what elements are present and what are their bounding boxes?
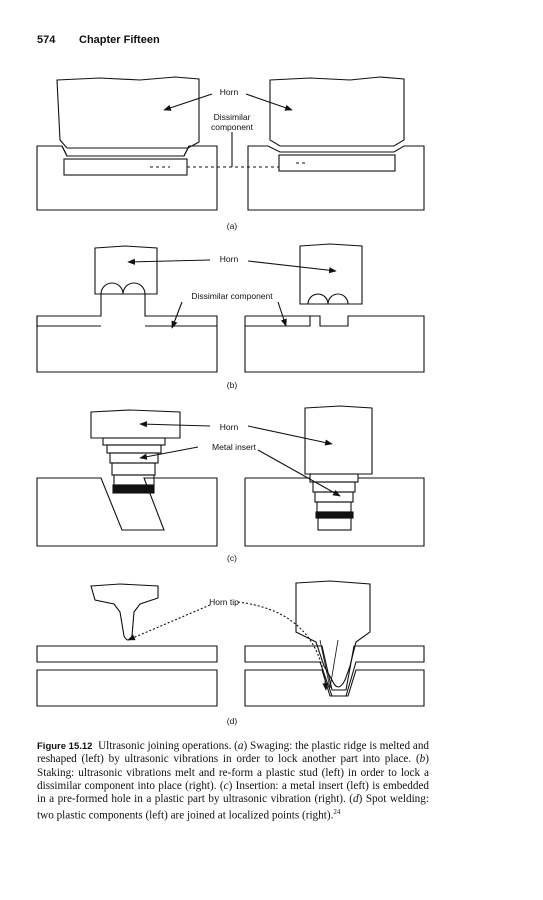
chapter-title: Chapter Fifteen [79, 34, 160, 46]
panel-b-right-base [244, 315, 425, 373]
panel-a-right-base [247, 145, 425, 211]
panel-c-insertion [36, 405, 425, 547]
figure-label: Figure 15.12 [37, 741, 93, 752]
running-header: 574 Chapter Fifteen [37, 34, 160, 46]
panel-b-dissimilar-label: Dissimilar component [191, 291, 273, 301]
caption-c-letter: c [223, 779, 229, 792]
caption-reference: 24 [333, 808, 341, 817]
caption-b-letter: b [419, 753, 426, 766]
panel-d-left-bottom-plate [36, 669, 218, 707]
figure-caption: Figure 15.12 Ultrasonic joining operatio… [37, 740, 430, 823]
panel-d-left-horn-tip [90, 583, 159, 641]
panel-d-spot-welding [36, 580, 425, 707]
panel-c-right-base [244, 477, 425, 547]
panel-c-horn-label: Horn [220, 422, 239, 432]
caption-d-text: Spot welding: two plastic components (le… [37, 793, 429, 823]
panel-d-right-top-plate [244, 645, 425, 697]
panel-a-swaging [36, 76, 425, 211]
panel-c-label: (c) [227, 553, 237, 563]
caption-c-text: Insertion: a metal insert (left) is embe… [37, 779, 429, 806]
panel-a-horn-label: Horn [220, 87, 239, 97]
caption-d-letter: d [353, 793, 359, 806]
panel-c-left-base [36, 477, 218, 547]
panel-b-staking [36, 243, 425, 373]
panel-a-dissimilar-line2: component [211, 122, 254, 132]
panel-c-left-horn [90, 409, 181, 439]
panel-a-left-horn [56, 76, 200, 149]
panel-c-right-horn [304, 405, 373, 475]
panel-a-dissimilar-line1: Dissimilar [214, 112, 251, 122]
panel-c-left-insert [102, 437, 166, 494]
panel-b-horn-label: Horn [220, 254, 239, 264]
panel-b-left-stud [36, 294, 218, 373]
panel-d-left-top-plate [36, 645, 218, 663]
panel-a-right-component [278, 154, 396, 172]
panel-b-right-horn [299, 243, 363, 305]
panel-c-insert-label: Metal insert [212, 442, 257, 452]
caption-b-text: Staking: ultrasonic vibrations melt and … [37, 766, 429, 792]
panel-b-left-horn [94, 245, 158, 295]
caption-a-text: Swaging: the plastic ridge is melted and… [37, 740, 430, 766]
panel-c-right-insert [309, 473, 359, 531]
caption-intro: Ultrasonic joining operations. [98, 740, 232, 752]
panel-b-label: (b) [227, 380, 238, 390]
panel-a-right-horn [269, 76, 405, 147]
panel-d-label: (d) [227, 716, 238, 726]
figure-15-12-illustration: Horn Dissimilar component (a) [36, 76, 425, 726]
panel-a-label: (a) [227, 221, 238, 231]
page-number: 574 [37, 34, 56, 46]
caption-a-letter: a [237, 740, 244, 752]
panel-d-horn-tip-label: Horn tip [209, 597, 239, 607]
